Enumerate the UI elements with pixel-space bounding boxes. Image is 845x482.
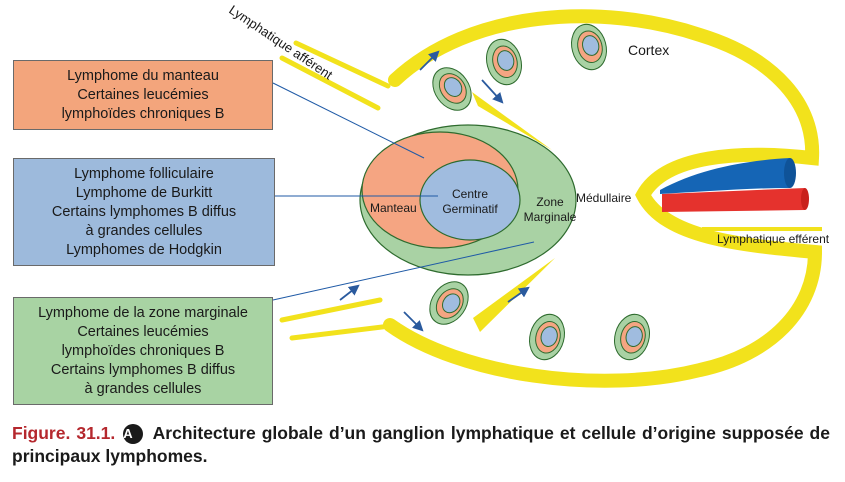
box-line: Certaines leucémies bbox=[77, 323, 209, 340]
label-germinatif: Germinatif bbox=[442, 202, 498, 216]
small-follicle bbox=[486, 38, 522, 86]
germinal-center bbox=[419, 159, 521, 241]
trabecula-upper bbox=[472, 92, 552, 150]
artery bbox=[662, 188, 809, 212]
connector-lines bbox=[272, 82, 535, 301]
caption-text: Architecture globale d’un ganglion lymph… bbox=[12, 423, 830, 466]
box-line: à grandes cellules bbox=[84, 380, 202, 397]
small-follicles bbox=[429, 23, 650, 361]
small-follicle bbox=[432, 67, 472, 111]
box-line: Lymphome de la zone marginale bbox=[38, 304, 248, 321]
label-medullaire: Médullaire bbox=[576, 191, 632, 205]
label-cortex: Cortex bbox=[628, 42, 669, 58]
figure-number: Figure. 31.1. bbox=[12, 423, 116, 443]
panel-badge: A bbox=[123, 424, 144, 444]
box-line: lymphoïdes chroniques B bbox=[61, 342, 225, 359]
box-line: Lymphome folliculaire bbox=[74, 165, 214, 182]
label-zone: Zone bbox=[536, 195, 564, 209]
mantle-lymphoma-box: Lymphome du manteau Certaines leucémies … bbox=[13, 60, 273, 130]
lymph-node-diagram: Cortex Lymphatique afférent Médullaire L… bbox=[226, 2, 830, 388]
small-follicle bbox=[529, 313, 565, 361]
label-centre: Centre bbox=[452, 187, 488, 201]
small-follicle bbox=[571, 23, 607, 71]
label-manteau: Manteau bbox=[370, 201, 417, 215]
marginal-lymphoma-box: Lymphome de la zone marginale Certaines … bbox=[13, 297, 273, 405]
box-line: Certains lymphomes B diffus bbox=[50, 361, 236, 378]
small-follicle bbox=[429, 281, 469, 325]
label-marginale: Marginale bbox=[524, 210, 577, 224]
vein bbox=[660, 158, 796, 194]
flow-arrows bbox=[339, 50, 530, 332]
capsule bbox=[383, 9, 823, 388]
box-line: Lymphomes de Hodgkin bbox=[66, 241, 222, 258]
box-line: Lymphome de Burkitt bbox=[75, 184, 213, 201]
germinal-lymphoma-box: Lymphome folliculaire Lymphome de Burkit… bbox=[13, 158, 275, 266]
box-line: à grandes cellules bbox=[85, 222, 203, 239]
box-line: Certaines leucémies bbox=[77, 86, 209, 103]
box-line: lymphoïdes chroniques B bbox=[61, 105, 225, 122]
trabecula-lower bbox=[473, 258, 555, 332]
figure-caption: Figure. 31.1. A Architecture globale d’u… bbox=[12, 422, 830, 468]
afferent-lymphatic-upper bbox=[279, 40, 391, 111]
box-line: Certains lymphomes B diffus bbox=[51, 203, 237, 220]
afferent-lymphatic-lower bbox=[279, 297, 401, 341]
small-follicle bbox=[614, 313, 650, 361]
label-efferent: Lymphatique efférent bbox=[717, 232, 830, 246]
box-line: Lymphome du manteau bbox=[67, 67, 219, 84]
